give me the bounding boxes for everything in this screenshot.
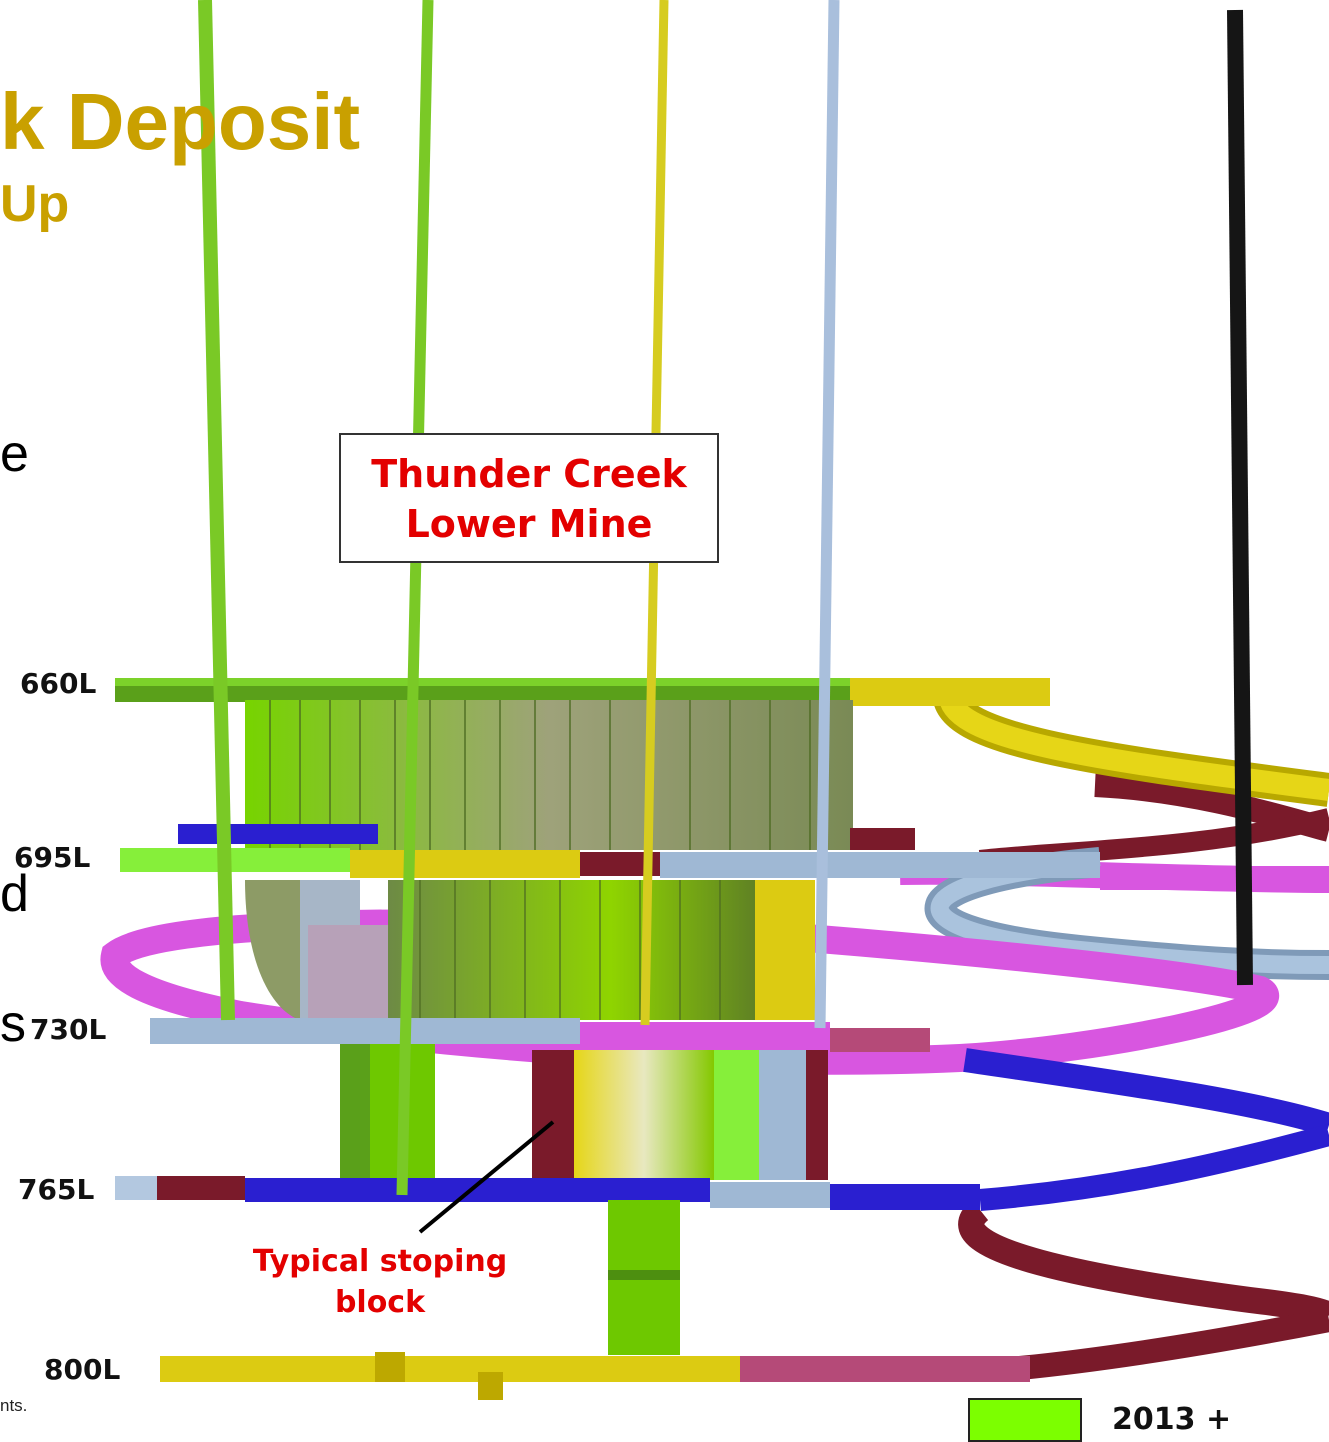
drift-800-pink	[740, 1356, 1030, 1382]
borehole-black	[1227, 9, 1253, 986]
callout-thunder-creek: Thunder Creek Lower Mine	[339, 433, 719, 563]
drift-695-green	[120, 848, 350, 872]
stope-middle-pink	[308, 925, 388, 1020]
annotation-line-2: block	[334, 1284, 426, 1320]
title-main: k Deposit	[0, 77, 361, 166]
level-label-765: 765L	[18, 1173, 95, 1206]
drift-765-blue	[245, 1178, 710, 1202]
legend-swatch-2013	[968, 1398, 1082, 1442]
stope-middle	[388, 880, 760, 1020]
drift-695-yellow	[350, 850, 580, 878]
stope-lower-maroon	[532, 1050, 574, 1180]
drift-695-lightblue	[660, 852, 1100, 878]
level-label-800: 800L	[44, 1353, 121, 1386]
drift-660-yellow	[850, 678, 1050, 706]
legend-label-2013: 2013 +	[1112, 1402, 1232, 1437]
ramp-maroon-lower	[958, 1199, 1329, 1327]
stope-lower	[574, 1050, 714, 1180]
drift-730-lightblue	[150, 1018, 580, 1044]
borehole-green-1	[198, 0, 235, 1021]
annotation-line-1: Typical stoping	[252, 1244, 508, 1279]
title-sub: Up	[0, 175, 70, 233]
body-fragment-3: s	[0, 995, 26, 1053]
annotation-leader	[418, 1120, 555, 1234]
borehole-green-2	[396, 0, 434, 1196]
ramp-blue	[963, 1048, 1329, 1137]
annotation-stoping-block: Typical stoping block	[230, 1242, 530, 1323]
body-fragment-2: d	[0, 865, 29, 923]
ramp-maroon-lower-2	[1018, 1308, 1329, 1380]
drift-730-magenta	[580, 1022, 830, 1050]
stope-middle-yellow	[755, 880, 815, 1020]
drift-800-yellow	[160, 1356, 740, 1382]
callout-line-1: Thunder Creek	[371, 452, 687, 496]
drift-765-lightblue	[115, 1176, 157, 1200]
level-label-730: 730L	[30, 1013, 107, 1046]
drift-765-maroon	[157, 1176, 245, 1200]
drift-695-blue	[178, 824, 378, 844]
stope-middle-cone	[245, 880, 310, 1020]
level-label-660: 660L	[20, 667, 97, 700]
body-fragment-1: e	[0, 425, 29, 483]
ramp-blue-2	[979, 1124, 1329, 1211]
footnote: nts.	[0, 1396, 28, 1415]
level-label-695: 695L	[14, 841, 91, 874]
borehole-lightblue	[814, 0, 840, 1029]
callout-line-2: Lower Mine	[405, 502, 653, 547]
